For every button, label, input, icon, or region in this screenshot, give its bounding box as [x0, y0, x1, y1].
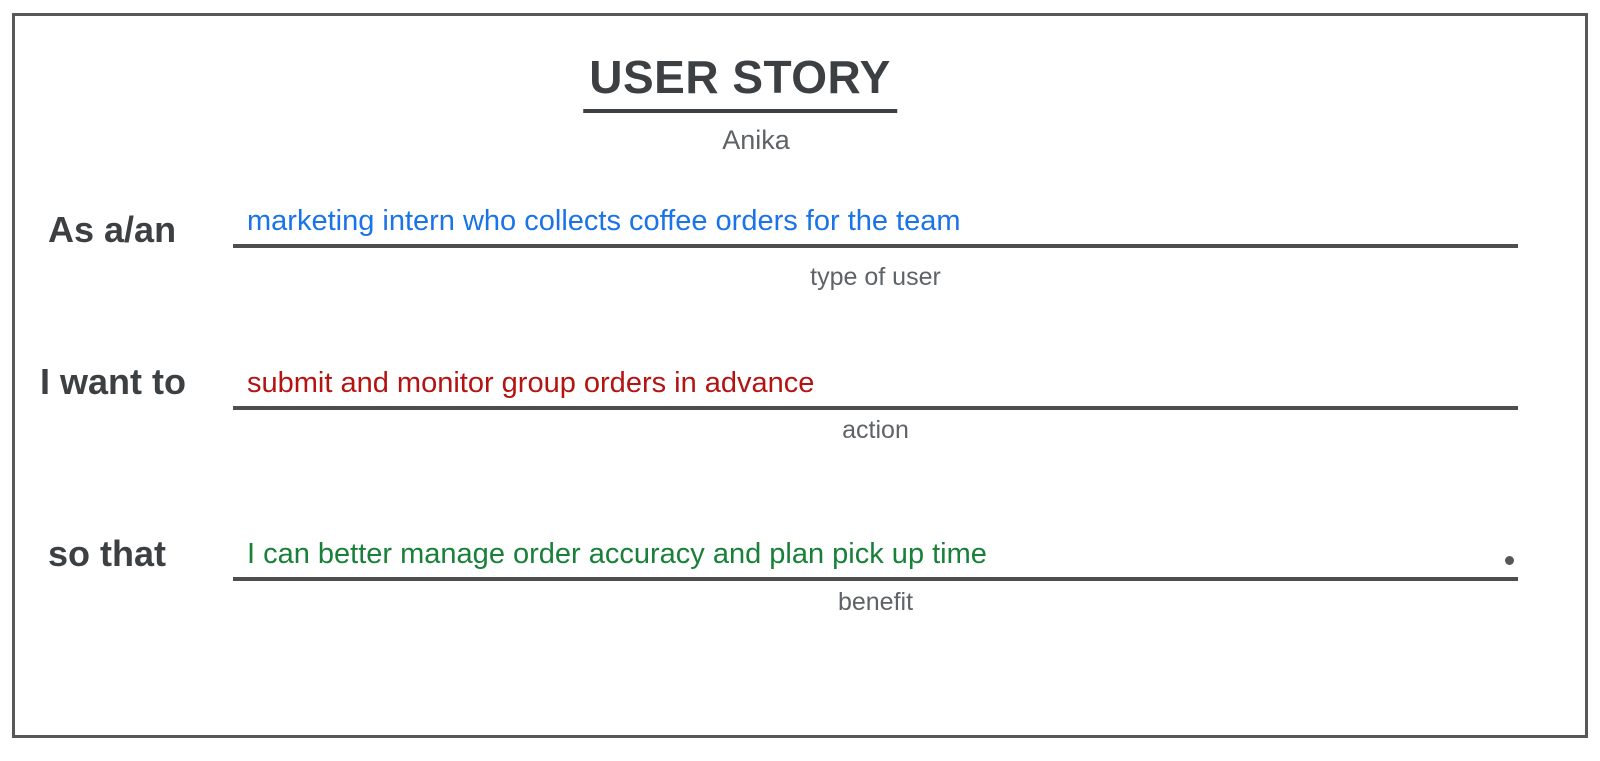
title-wrap: USER STORY [583, 50, 897, 113]
caption-type-of-user: type of user [810, 263, 941, 291]
caption-benefit: benefit [837, 588, 914, 616]
row-label-so-that: so that [48, 533, 167, 574]
page-title: USER STORY [583, 50, 897, 113]
type-of-user-value[interactable]: marketing intern who collects coffee ord… [247, 205, 961, 237]
benefit-value[interactable]: I can better manage order accuracy and p… [247, 538, 987, 570]
action-field[interactable]: submit and monitor group orders in advan… [233, 360, 1518, 410]
bullet-dot [1505, 556, 1514, 565]
row-label-as-a: As a/an [48, 209, 177, 250]
action-value[interactable]: submit and monitor group orders in advan… [247, 367, 815, 399]
row-label-i-want-to: I want to [40, 361, 186, 402]
benefit-field[interactable]: I can better manage order accuracy and p… [233, 531, 1518, 581]
author-name: Anika [722, 125, 790, 155]
type-of-user-field[interactable]: marketing intern who collects coffee ord… [233, 198, 1518, 248]
card-border [12, 13, 1588, 738]
caption-action: action [842, 416, 909, 444]
